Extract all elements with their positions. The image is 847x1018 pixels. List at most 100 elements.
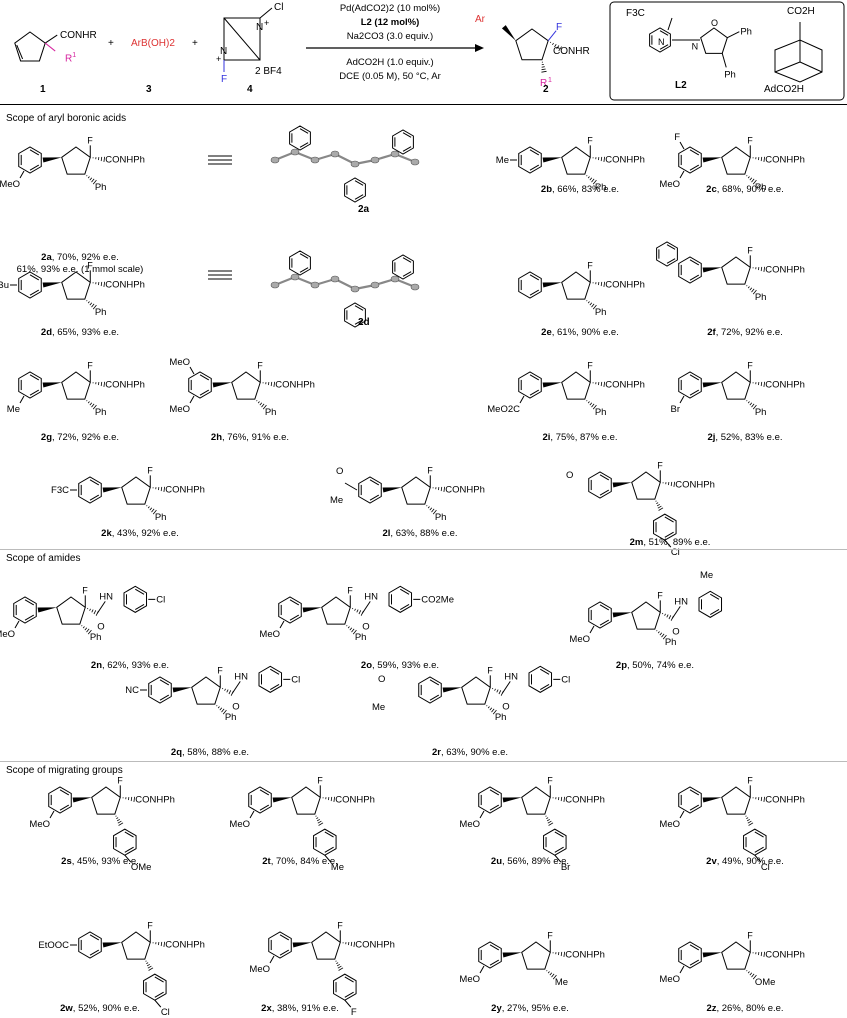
compound-label-2: 2 — [543, 84, 549, 95]
aryl-ring-double — [89, 949, 100, 956]
xray-2d-ring — [344, 302, 366, 328]
xray-2a-ring-double — [299, 128, 309, 134]
meta2-substituent: F — [674, 132, 680, 143]
aryl-ring — [148, 676, 172, 704]
aryl-ring-double — [29, 374, 40, 381]
ph-hash-bond — [86, 400, 88, 402]
amide-hash-bond — [763, 796, 766, 802]
amide-hash-bond — [91, 609, 94, 613]
aryl-hash-bond — [315, 815, 317, 817]
product-r1-hash — [541, 66, 545, 68]
reaction-arrow-head — [475, 44, 484, 52]
amide-hash-bond — [330, 796, 333, 802]
amide-label: CONHPh — [605, 279, 645, 290]
product-amide-hash — [552, 42, 554, 46]
phenyl-label: Ph — [155, 512, 167, 523]
ph-hash-bond — [589, 177, 593, 181]
aryl-ring-double — [279, 949, 290, 956]
aryl-ring-double — [259, 789, 270, 796]
caption-2d: 2d, 65%, 93% e.e. — [40, 327, 120, 338]
n-aryl-ring-double — [400, 604, 410, 610]
xray-2d-ring-double — [402, 271, 412, 277]
aryl-hash-bond — [148, 967, 154, 971]
meta-substituent: MeO — [169, 404, 190, 415]
ph-hash-bond — [486, 705, 488, 707]
fluorine-label: F — [587, 260, 593, 270]
naphthyl-ring — [656, 241, 678, 267]
oxazoline-o: O — [711, 18, 718, 28]
para-substituent: NC — [125, 685, 139, 696]
amide-hash-bond — [670, 481, 673, 487]
aryl-ring — [678, 786, 702, 814]
meta-substituent: MeO — [29, 819, 50, 830]
amide-hash-bond — [100, 156, 103, 162]
charge-plus-2: + — [216, 54, 221, 64]
ph-hash-bond — [431, 508, 435, 513]
ph-hash-bond — [656, 630, 658, 632]
xray-2d-ring-double — [354, 305, 364, 311]
aryl-hash-bond — [316, 817, 319, 820]
cyclopentane-ring — [721, 146, 751, 175]
xray-2a-ring — [289, 125, 311, 151]
amide-hash-bond — [103, 281, 106, 287]
aryl-wedge-bond — [42, 282, 62, 288]
aryl-ring — [48, 786, 72, 814]
fluorine-label: F — [547, 930, 553, 940]
ketone-o: O — [336, 466, 343, 477]
cyclopentane-ring — [121, 931, 151, 960]
caption-2b: 2b, 66%, 83% e.e. — [540, 184, 620, 195]
cyclopentane-ring — [721, 256, 751, 285]
ph-hash-bond — [487, 706, 490, 709]
product-amide-hash — [554, 44, 557, 48]
ph-hash-bond — [86, 175, 88, 177]
amide-hash-bond — [333, 796, 336, 802]
ph-hash-bond — [219, 707, 223, 711]
ph-hash-bond — [587, 301, 590, 304]
amide-label: CONHPh — [135, 794, 175, 805]
ph-hash-bond — [749, 402, 753, 406]
ph-hash-bond — [591, 403, 595, 408]
amide-hash-bond — [103, 381, 106, 387]
aryl-ring-double — [489, 959, 500, 966]
aryl-ring-double — [599, 604, 610, 611]
reactant1-amide-bond — [44, 34, 58, 44]
ph-hash-bond — [432, 509, 437, 515]
aryl-ring-double — [429, 694, 440, 701]
ph-hash-bond — [587, 176, 590, 179]
aryl-wedge-bond — [102, 487, 122, 493]
amide-label: CONHPh — [275, 379, 315, 390]
ph-hash-bond — [751, 288, 755, 293]
cyclopentane-ring — [191, 676, 221, 705]
amide-hash-bond — [350, 941, 353, 947]
xray-2a-ring-double — [354, 194, 364, 200]
ph-hash-bond — [221, 708, 225, 713]
fluorine-label: F — [747, 135, 753, 145]
aryl-ring — [478, 941, 502, 969]
amide-label: CONHPh — [765, 264, 805, 275]
amide-label: CONHPh — [445, 484, 485, 495]
aryl-ring-double — [369, 494, 380, 501]
ph-hash-bond — [91, 303, 95, 308]
product-f: F — [556, 22, 563, 33]
amide-label: CONHPh — [105, 154, 145, 165]
caption-2i: 2i, 75%, 87% e.e. — [542, 432, 618, 443]
aryl-ring-double — [689, 804, 700, 811]
ph-hash-bond — [592, 179, 597, 185]
migrating-aryl-ring-double — [344, 991, 354, 998]
migrating-substituent: Cl — [761, 862, 770, 873]
phenyl-label: Ph — [595, 182, 607, 193]
aryl-wedge-bond — [542, 382, 562, 388]
ph-hash-bond — [592, 404, 597, 410]
reactant1-r1-bond — [44, 42, 56, 52]
migrating-aryl-ring — [743, 828, 767, 856]
migrating-aryl-ring-double — [754, 846, 764, 853]
ph-hash-bond — [86, 300, 88, 302]
amide-hash-bond — [664, 613, 666, 616]
ph-hash-bond — [747, 401, 750, 404]
xray-label-2d: 2d — [358, 317, 370, 328]
aryl-ring — [478, 786, 502, 814]
aryl-wedge-bond — [502, 952, 522, 958]
ph-hash-bond — [81, 625, 83, 627]
meta-substituent: MeO — [659, 819, 680, 830]
naphthyl-ring-double — [666, 244, 676, 250]
